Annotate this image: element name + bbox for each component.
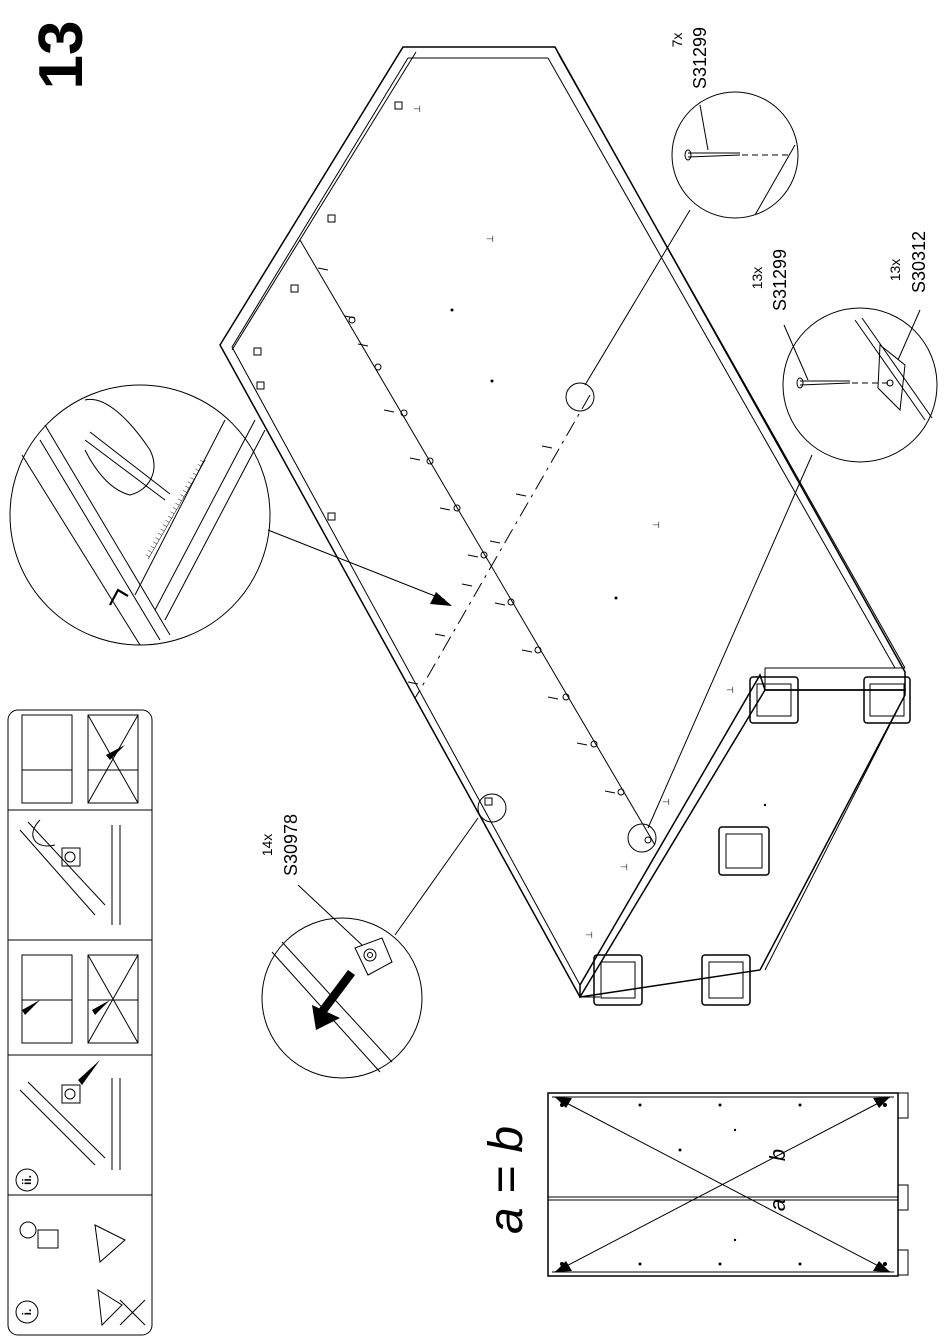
part-qty-nail-top: 7x xyxy=(669,33,685,48)
zoom-detail-top-nail: 7x S31299 xyxy=(585,27,798,385)
zoom-detail-cutting: ┴┴┴┴┴┴┴┴┴┴┴┴┴┴┴┴┴┴┴┴┴┴┴ xyxy=(10,385,452,645)
part-qty-plate-back: 13x xyxy=(887,259,903,282)
part-qty-connector: 14x xyxy=(259,834,275,857)
zoom-detail-connector: 14x S30978 xyxy=(259,814,478,1078)
svg-text:⊣: ⊣ xyxy=(486,234,494,244)
svg-text:⊣: ⊣ xyxy=(413,104,421,114)
seam-nail-marks xyxy=(318,268,651,843)
zoom-detail-back-nail: 13x S31299 13x S30312 xyxy=(648,231,937,828)
zoom-origin-top xyxy=(566,383,594,411)
feet-plates xyxy=(594,677,910,1005)
part-code-nail-top: S31299 xyxy=(690,27,710,89)
svg-text:⊣: ⊣ xyxy=(620,862,628,872)
step-i-label: i. xyxy=(20,1309,34,1316)
part-code-connector: S30978 xyxy=(281,814,301,876)
zoom-origin-back xyxy=(628,824,656,852)
diagonal-equation: a = b xyxy=(480,1126,533,1234)
part-qty-nail-back: 13x xyxy=(749,267,765,290)
step-ii-label: ii. xyxy=(20,1175,34,1185)
diagonal-check: a = b a b xyxy=(480,1093,908,1276)
svg-text:⊣: ⊣ xyxy=(726,685,734,695)
instruction-panel: i. ii. xyxy=(8,710,152,1335)
diagonal-label-b: b xyxy=(765,1149,790,1161)
diagonal-label-a: a xyxy=(765,1199,790,1211)
svg-text:⊣: ⊣ xyxy=(585,930,593,940)
part-code-nail-back: S31299 xyxy=(770,249,790,311)
svg-text:⊣: ⊣ xyxy=(652,520,660,530)
cabinet-body xyxy=(220,47,905,997)
svg-text:⊣: ⊣ xyxy=(662,797,670,807)
step-number: 13 xyxy=(27,21,96,90)
part-code-plate-back: S30312 xyxy=(909,231,929,293)
